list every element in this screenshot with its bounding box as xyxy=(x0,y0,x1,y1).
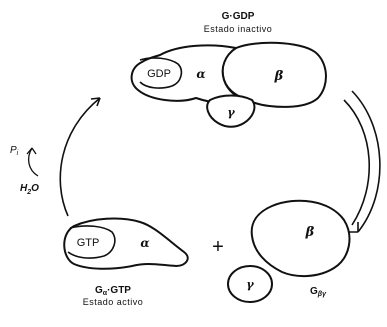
water-label: H2O xyxy=(20,183,39,196)
beta-subunit-bottom-shape xyxy=(250,199,351,278)
beta-gamma-title: Gβγ xyxy=(310,286,327,298)
gamma-subunit-bottom-shape xyxy=(227,265,273,303)
alpha-label-bottom: α xyxy=(140,236,149,250)
reassociation-arrow xyxy=(343,90,381,233)
alpha-label-top: α xyxy=(196,67,205,81)
gdp-label: GDP xyxy=(147,68,171,80)
beta-label-bottom: β xyxy=(305,225,315,240)
plus-sign: + xyxy=(212,236,224,258)
inactive-complex-title: G·GDP xyxy=(222,11,255,22)
gdp-pocket-shape xyxy=(139,57,183,89)
beta-label-top: β xyxy=(274,69,284,84)
gamma-label-top: γ xyxy=(227,106,235,119)
gtp-pocket-shape xyxy=(67,225,116,259)
gamma-subunit-shape xyxy=(206,94,256,128)
hydrolysis: Pi H2O xyxy=(10,145,39,196)
gamma-label-bottom: γ xyxy=(246,278,254,291)
active-alpha-gtp: GTP α Gα·GTP Estado activo xyxy=(63,217,189,307)
beta-gamma-dimer: β γ Gβγ xyxy=(227,199,351,303)
active-state-label: Estado activo xyxy=(83,297,144,307)
phosphate-label: Pi xyxy=(10,145,19,157)
alpha-gtp-shape xyxy=(63,217,189,270)
inactive-complex: G·GDP Estado inactivo GDP α β γ xyxy=(130,11,327,128)
inactive-state-label: Estado inactivo xyxy=(204,24,273,34)
active-complex-title: Gα·GTP xyxy=(95,285,131,297)
activation-arrow xyxy=(59,97,101,217)
gtp-label: GTP xyxy=(77,237,100,249)
